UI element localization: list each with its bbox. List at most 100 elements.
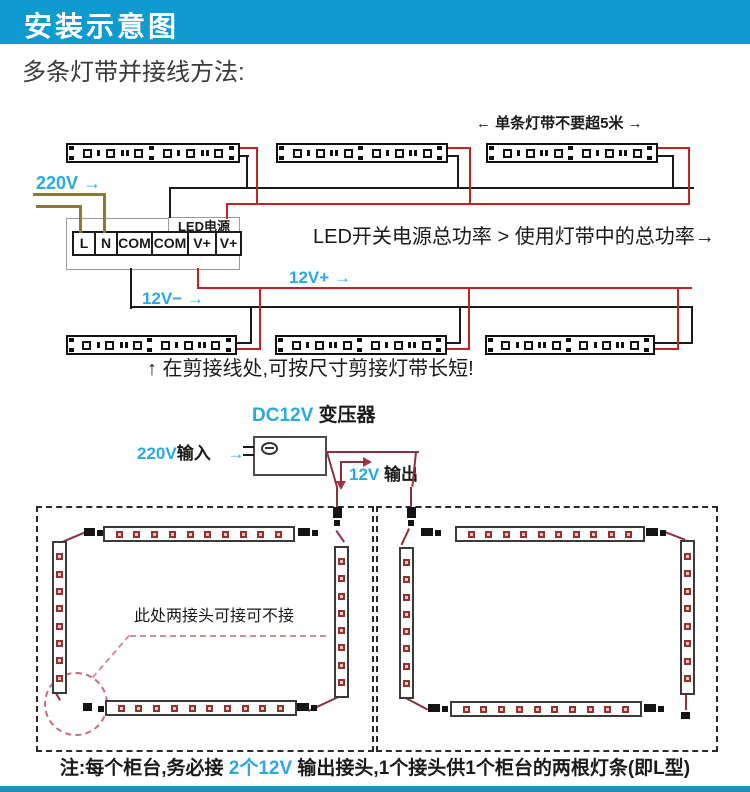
solder-pad — [358, 145, 366, 161]
red-wire — [688, 147, 690, 205]
led-chip — [105, 148, 115, 158]
resistor-mark — [593, 342, 597, 348]
solder-pad — [69, 145, 77, 161]
down-arrow-icon — [336, 481, 346, 490]
solder-pad — [357, 337, 365, 353]
resistor-mark — [177, 150, 181, 156]
black-wire — [658, 155, 674, 157]
resistor-mark — [96, 342, 100, 348]
led-chip — [315, 148, 325, 158]
red-wire — [448, 147, 471, 149]
led-chip — [214, 148, 224, 158]
terminal-Vplus2: V+ — [215, 231, 242, 256]
pointer-dashed-line — [130, 635, 326, 637]
black-wire — [130, 306, 693, 308]
black-wire — [447, 342, 461, 344]
solder-pad — [279, 145, 287, 161]
led-chip — [632, 148, 642, 158]
screw-icon — [261, 442, 278, 455]
led-chip — [501, 340, 511, 350]
led-chip — [551, 340, 561, 350]
led-chip — [553, 148, 563, 158]
input-voltage: 220V — [137, 444, 177, 463]
transformer-box — [253, 436, 327, 476]
led-chip — [162, 148, 172, 158]
led-chip — [502, 148, 512, 158]
output-wire — [341, 461, 365, 463]
resistor-mark — [306, 342, 309, 348]
led-chip — [314, 340, 324, 350]
resistor-mark — [517, 150, 520, 156]
led-chip — [342, 340, 352, 350]
resistor-mark — [515, 342, 519, 348]
solder-pad — [147, 337, 155, 353]
black-wire — [130, 268, 132, 309]
black-wire — [448, 155, 459, 157]
black-wire — [240, 155, 249, 157]
red-wire — [259, 287, 261, 350]
solder-pad — [225, 337, 234, 353]
black-wire — [457, 155, 459, 189]
solder-pad — [488, 337, 496, 353]
terminal-N: N — [94, 231, 118, 256]
power-rule-note: LED开关电源总功率 > 使用灯带中的总功率→ — [313, 226, 715, 248]
red-wire — [469, 147, 471, 205]
black-wire — [246, 155, 248, 189]
solder-pad — [436, 337, 444, 353]
led-strip — [485, 335, 655, 355]
label-12v-plus: 12V+ → — [289, 268, 351, 287]
red-wire — [468, 287, 470, 350]
led-chip — [82, 148, 92, 158]
resistor-mark — [616, 342, 625, 348]
resistor-mark — [385, 342, 388, 348]
led-chip — [421, 340, 431, 350]
black-wire — [459, 306, 461, 344]
label-12v-minus: 12V− → — [142, 289, 204, 308]
led-chip — [105, 340, 115, 350]
led-strip — [66, 335, 237, 355]
right-arrow-icon — [363, 457, 372, 467]
resistor-mark — [540, 150, 548, 156]
transformer-output-label: 12V 输出 — [349, 465, 418, 485]
header-banner: 安装示意图 — [0, 0, 750, 44]
solder-pad — [437, 145, 445, 161]
black-wire — [691, 306, 693, 344]
terminal-Vplus1: V+ — [187, 231, 217, 256]
black-wire — [672, 155, 674, 189]
solder-pad — [643, 337, 652, 353]
solder-pad — [568, 145, 576, 161]
terminal-COM1: COM — [116, 231, 153, 256]
transformer-name-label: 变压器 — [318, 405, 376, 426]
red-wire — [227, 203, 690, 205]
resistor-mark — [538, 342, 547, 348]
resistor-mark — [408, 342, 416, 348]
resistor-mark — [119, 342, 128, 348]
red-wire — [240, 147, 258, 149]
solder-pad — [278, 337, 286, 353]
red-wire — [447, 348, 470, 350]
led-chip — [579, 340, 589, 350]
red-wire — [655, 348, 679, 350]
red-wire — [256, 147, 258, 205]
solder-pad — [489, 145, 497, 161]
output-wire — [336, 487, 338, 508]
solder-pad — [228, 145, 237, 161]
resistor-mark — [619, 150, 627, 156]
resistor-mark — [307, 150, 310, 156]
red-wire — [677, 287, 679, 350]
resistor-mark — [198, 342, 207, 348]
solder-pad — [565, 337, 574, 353]
led-chip — [422, 148, 432, 158]
led-chip — [371, 148, 381, 158]
led-chip — [183, 340, 193, 350]
cabinet-left — [36, 506, 374, 752]
resistor-mark — [386, 150, 389, 156]
page-title: 安装示意图 — [24, 11, 180, 42]
resistor-mark — [596, 150, 599, 156]
black-wire — [250, 306, 252, 344]
resistor-mark — [330, 150, 338, 156]
solder-pad — [148, 145, 157, 161]
red-wire — [658, 147, 690, 149]
max-length-note: ← 单条灯带不要超5米 → — [476, 115, 643, 132]
